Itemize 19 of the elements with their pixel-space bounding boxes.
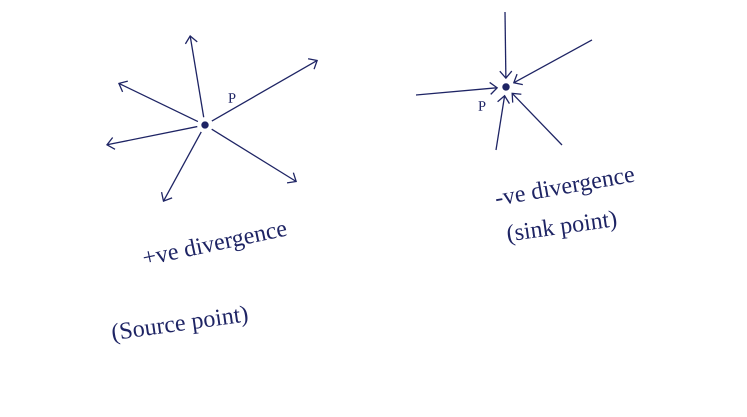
caption-text: -ve divergence — [496, 171, 634, 204]
point-label: P — [478, 101, 486, 111]
arrow — [212, 58, 318, 122]
arrow — [495, 94, 510, 150]
arrow — [499, 12, 512, 80]
point-label: P — [228, 93, 236, 103]
arrow — [211, 128, 297, 184]
point-dot — [201, 121, 209, 129]
caption-text: (sink point) — [508, 210, 616, 246]
point-dot — [502, 83, 510, 91]
arrow — [184, 34, 204, 118]
arrow — [416, 82, 498, 96]
arrow — [160, 132, 202, 202]
caption-text: (Source point) — [112, 306, 248, 344]
arrow — [512, 39, 592, 86]
arrow — [511, 92, 562, 146]
caption-text: +ve divergence — [144, 225, 287, 262]
arrow — [118, 80, 198, 122]
arrow — [106, 126, 198, 150]
